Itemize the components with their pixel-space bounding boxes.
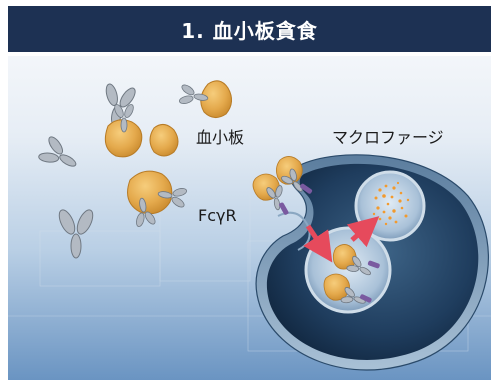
bound-platelet-icon	[252, 156, 313, 215]
antibody-icon	[58, 209, 94, 259]
platelet-icon	[149, 124, 179, 157]
label-fc-receptor: FcγR	[198, 206, 237, 225]
platelet-icon	[179, 80, 232, 118]
label-macrophage: マクロファージ	[332, 128, 444, 147]
label-platelet: 血小板	[196, 128, 245, 147]
title-banner: 1. 血小板貪食	[8, 6, 491, 52]
figure-title: 1. 血小板貪食	[181, 18, 318, 43]
phagocytosis-illustration	[8, 80, 491, 371]
fusion-arrow-icon	[346, 216, 380, 248]
fc-receptor-icon	[279, 202, 289, 215]
platelet-icon	[127, 170, 187, 227]
antibody-icon	[38, 136, 77, 167]
uptake-arrow-icon	[303, 224, 333, 263]
platelet-icon	[104, 104, 143, 158]
fc-receptor-icon	[300, 183, 313, 194]
illustration-panel: 血小板 FcγR マクロファージ	[8, 56, 491, 380]
